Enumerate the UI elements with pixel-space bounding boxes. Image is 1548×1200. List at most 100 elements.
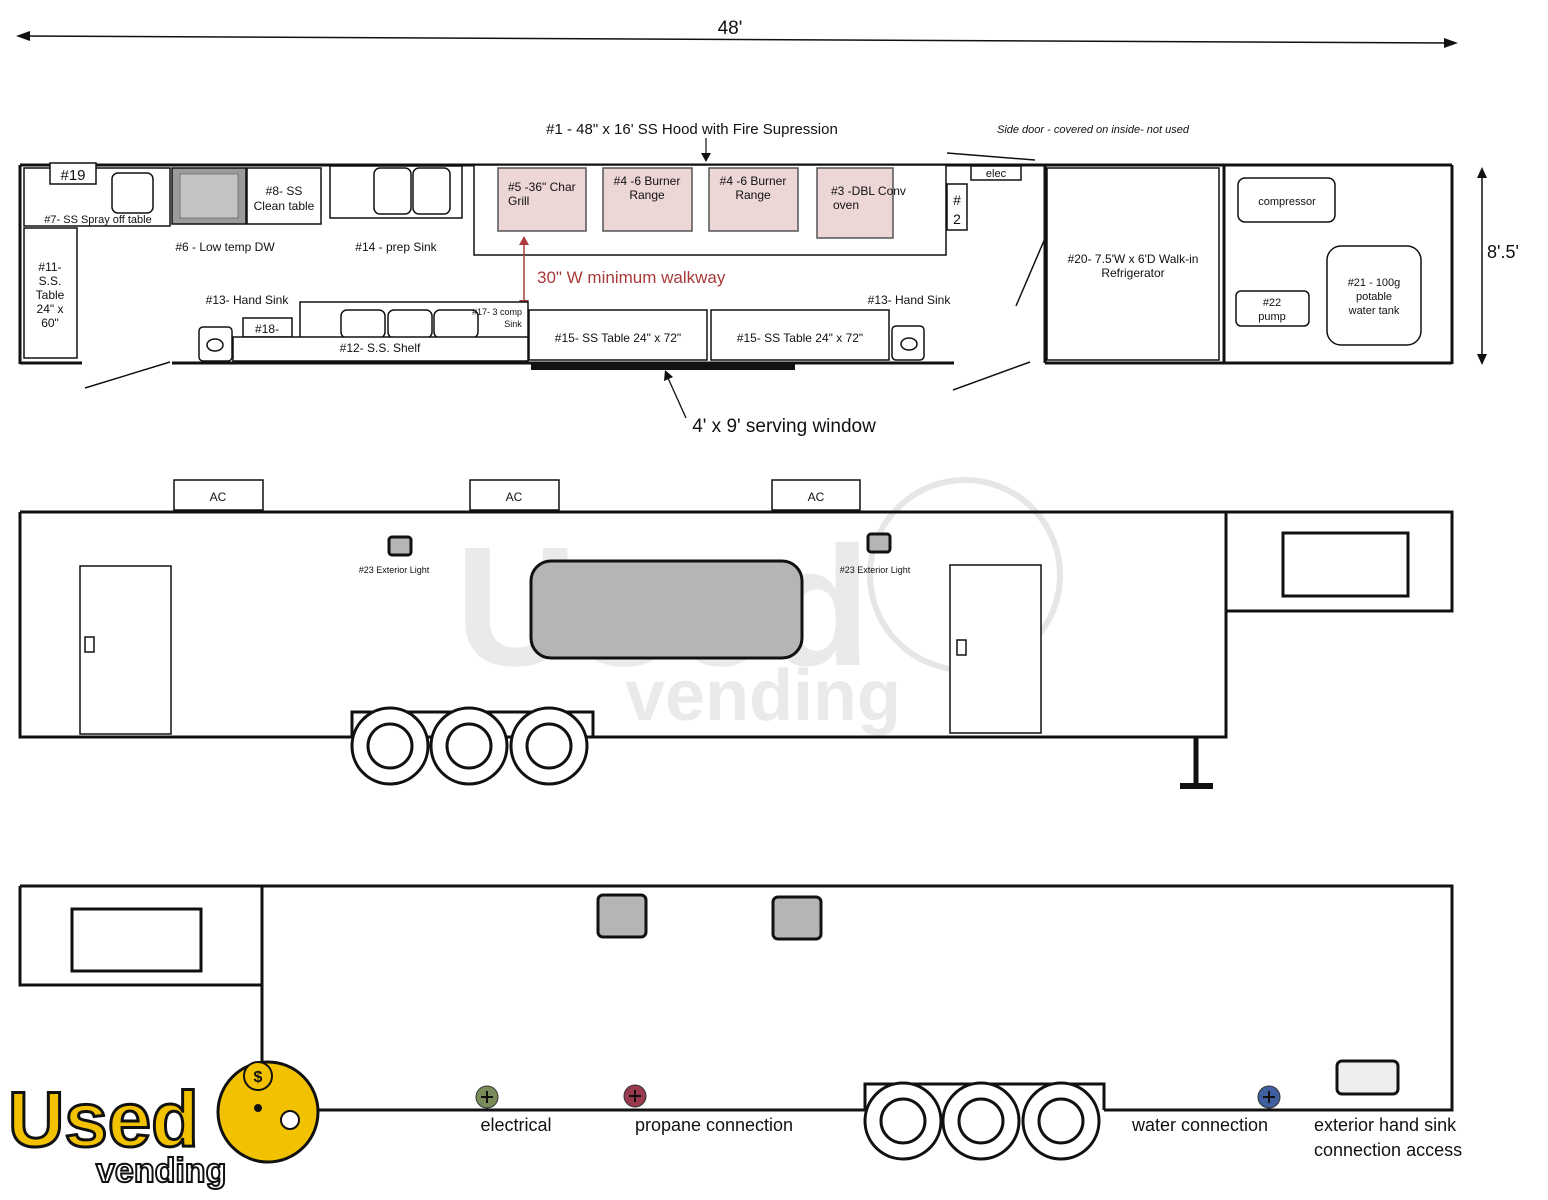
- clean-table: [246, 167, 322, 225]
- svg-text:elec: elec: [986, 168, 1007, 180]
- svg-text:#12- S.S. Shelf: #12- S.S. Shelf: [340, 341, 421, 355]
- water-tank: [1326, 245, 1422, 346]
- svg-text:#20- 7.5'W x 6'D Walk-in: #20- 7.5'W x 6'D Walk-in: [1068, 252, 1199, 266]
- piggy-bank-icon: [216, 1060, 320, 1164]
- svg-text:Clean table: Clean table: [254, 199, 315, 213]
- svg-text:AC: AC: [506, 490, 523, 504]
- floor-plan: #1 - 48" x 16' SS Hood with Fire Supress…: [18, 121, 1519, 437]
- svg-text:#18-: #18-: [255, 322, 279, 336]
- ss-table-a: [528, 309, 708, 361]
- electrical-panel: [970, 165, 1022, 181]
- opposite-side-view: electrical propane connection water conn…: [18, 884, 1462, 1161]
- walk-in-refrigerator: [1046, 167, 1220, 361]
- svg-text:#4 -6 Burner: #4 -6 Burner: [720, 174, 787, 188]
- svg-text:#3 -DBL Conv: #3 -DBL Conv: [831, 184, 906, 198]
- svg-text:#19: #19: [60, 167, 85, 184]
- exterior-light-right: [866, 532, 892, 554]
- svg-text:#4 -6 Burner: #4 -6 Burner: [614, 174, 681, 188]
- hand-sink-access-label-1: exterior hand sink: [1314, 1115, 1457, 1135]
- svg-text:#7- SS Spray off table: #7- SS Spray off table: [44, 214, 151, 226]
- svg-text:pump: pump: [1258, 311, 1286, 323]
- svg-text:24" x: 24" x: [37, 302, 64, 316]
- svg-text:#21 - 100g: #21 - 100g: [1348, 277, 1401, 289]
- wheels-rear: [863, 1081, 1101, 1161]
- svg-text:AC: AC: [210, 490, 227, 504]
- svg-text:$: $: [254, 1069, 263, 1086]
- exterior-light-a: [596, 893, 648, 939]
- svg-text:#: #: [953, 192, 961, 208]
- electrical-label: electrical: [480, 1115, 551, 1135]
- gooseneck-window: [1281, 531, 1410, 598]
- svg-text:#22: #22: [1263, 297, 1281, 309]
- svg-text:Sink: Sink: [504, 319, 522, 329]
- svg-text:#6 - Low temp DW: #6 - Low temp DW: [175, 240, 275, 254]
- svg-text:#23 Exterior Light: #23 Exterior Light: [359, 565, 430, 575]
- propane-connection-icon: [623, 1084, 647, 1108]
- svg-text:S.S.: S.S.: [39, 274, 62, 288]
- svg-text:60": 60": [41, 316, 59, 330]
- gooseneck-window-2: [70, 907, 203, 973]
- svg-text:#15- SS Table 24" x 72": #15- SS Table 24" x 72": [555, 331, 681, 345]
- exterior-light-left: [387, 535, 413, 557]
- svg-text:AC: AC: [808, 490, 825, 504]
- compressor: [1237, 177, 1336, 223]
- side-view: AC AC AC #23 Exterior Light #23 Exterior…: [18, 479, 1454, 789]
- ac-unit-3: [771, 479, 861, 511]
- svg-text:#14 - prep Sink: #14 - prep Sink: [355, 240, 437, 254]
- propane-label: propane connection: [635, 1115, 793, 1135]
- serving-window-label: 4' x 9' serving window: [692, 416, 876, 437]
- svg-text:compressor: compressor: [1258, 196, 1316, 208]
- side-door-label: Side door - covered on inside- not used: [997, 124, 1190, 136]
- water-label: water connection: [1131, 1115, 1268, 1135]
- entry-door-left: [79, 565, 172, 735]
- ss-table-b: [710, 309, 890, 361]
- logo-used-text: Used: [8, 1075, 199, 1163]
- hood-label: #1 - 48" x 16' SS Hood with Fire Supress…: [546, 121, 838, 138]
- svg-text:#5 -36" Char: #5 -36" Char: [508, 180, 576, 194]
- svg-text:#11-: #11-: [38, 260, 61, 274]
- trailer-body: [18, 510, 1228, 739]
- trailer-body-2: [260, 884, 1454, 1112]
- svg-text:#13- Hand Sink: #13- Hand Sink: [206, 293, 290, 307]
- item-19: [49, 162, 97, 185]
- burner-range-b: [708, 167, 799, 232]
- length-dimension: 48': [16, 18, 1458, 48]
- logo-vending-text: vending: [96, 1152, 226, 1190]
- item-2: [946, 183, 968, 231]
- svg-text:2: 2: [953, 211, 961, 227]
- pump: [1235, 290, 1310, 327]
- svg-text:Refrigerator: Refrigerator: [1101, 266, 1164, 280]
- exterior-light-b: [771, 895, 823, 941]
- length-label: 48': [718, 18, 743, 39]
- svg-text:Table: Table: [36, 288, 65, 302]
- svg-text:Grill: Grill: [508, 194, 529, 208]
- serving-window-exterior: [529, 559, 804, 660]
- svg-text:vending: vending: [625, 656, 901, 736]
- svg-text:Range: Range: [629, 188, 665, 202]
- width-label: 8'.5': [1487, 242, 1519, 262]
- char-grill: [497, 167, 587, 232]
- walkway-label: 30" W minimum walkway: [537, 268, 726, 287]
- svg-text:#23 Exterior Light: #23 Exterior Light: [840, 565, 911, 575]
- convection-oven: [816, 167, 894, 239]
- svg-text:#17- 3 comp: #17- 3 comp: [472, 307, 522, 317]
- svg-text:oven: oven: [833, 198, 859, 212]
- ss-table-left: [23, 227, 78, 359]
- ss-shelf: [232, 336, 529, 362]
- ac-unit-2: [469, 479, 560, 511]
- used-vending-logo: $ Used vending: [7, 1060, 320, 1191]
- svg-text:Range: Range: [735, 188, 771, 202]
- water-connection-icon: [1257, 1085, 1281, 1109]
- gooseneck: [1226, 510, 1454, 613]
- ac-unit-1: [173, 479, 264, 511]
- svg-text:potable: potable: [1356, 291, 1392, 303]
- svg-text:water tank: water tank: [1348, 305, 1400, 317]
- hand-sink-access-panel: [1335, 1059, 1400, 1096]
- svg-text:#13- Hand Sink: #13- Hand Sink: [868, 293, 952, 307]
- hand-sink-access-label-2: connection access: [1314, 1140, 1462, 1160]
- svg-text:#8- SS: #8- SS: [266, 184, 303, 198]
- serving-window: [531, 364, 795, 370]
- svg-text:#15- SS Table 24" x 72": #15- SS Table 24" x 72": [737, 331, 863, 345]
- electrical-connection-icon: [475, 1085, 499, 1109]
